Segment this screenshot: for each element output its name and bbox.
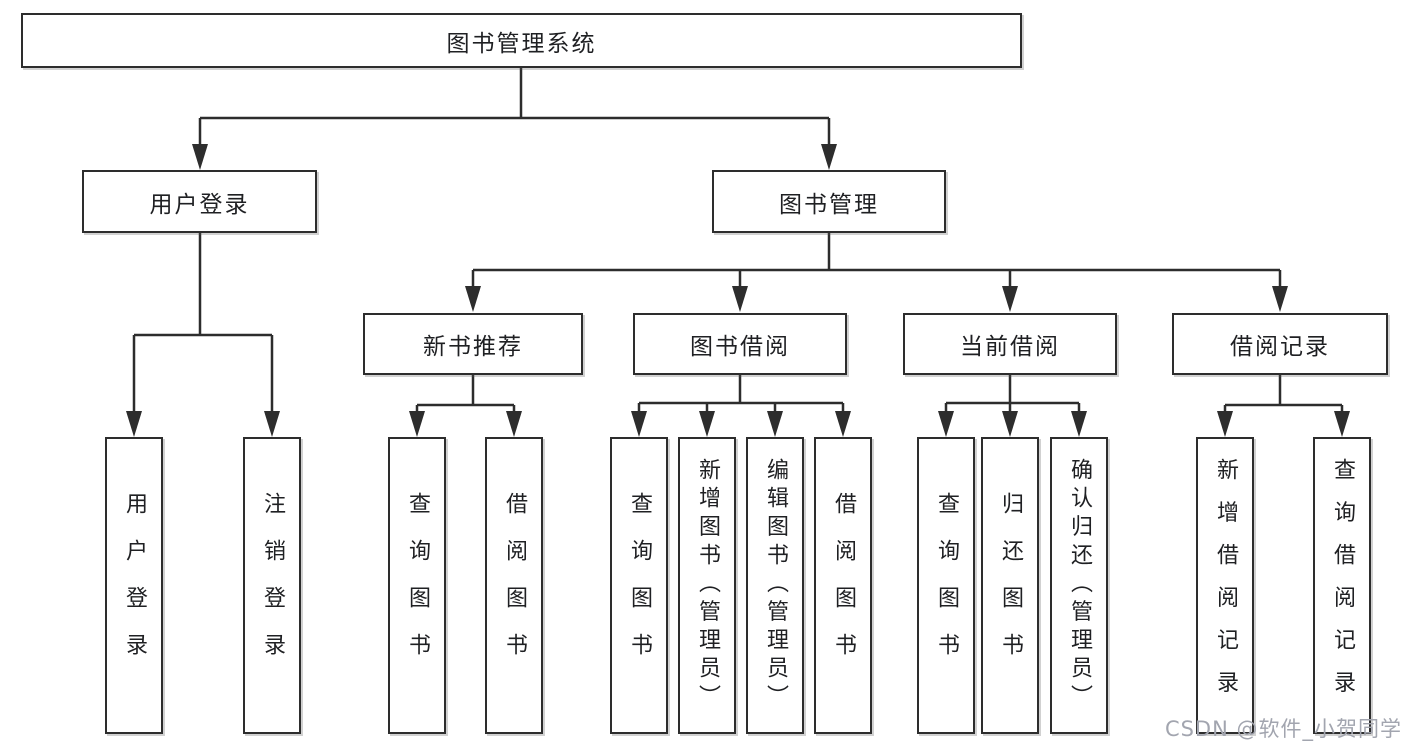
leaf-add-books-admin: 新增图书（管理员）: [678, 437, 736, 734]
leaf-query-books-2: 查询图书: [610, 437, 668, 734]
arrowhead-icon: [1217, 411, 1233, 437]
node-book-borrow: 图书借阅: [633, 313, 847, 375]
edge-user-login-split: [132, 233, 274, 413]
leaf-label: 用户登录: [122, 491, 147, 680]
leaf-edit-books-admin: 编辑图书（管理员）: [746, 437, 804, 734]
node-label: 新书推荐: [423, 334, 523, 360]
node-label: 图书借阅: [690, 334, 790, 360]
arrowhead-icon: [126, 411, 142, 437]
leaf-label: 新增借阅记录: [1213, 458, 1238, 713]
arrowhead-icon: [192, 144, 208, 170]
leaf-borrow-books: 借阅图书: [485, 437, 543, 734]
node-borrow-records: 借阅记录: [1172, 313, 1388, 375]
leaf-label: 新增图书（管理员）: [695, 458, 720, 713]
edge-book-management-split: [471, 233, 1282, 288]
leaf-user-login: 用户登录: [105, 437, 163, 734]
edge-current-borrow-split: [944, 375, 1081, 413]
node-current-borrow: 当前借阅: [903, 313, 1117, 375]
node-label: 借阅记录: [1230, 334, 1330, 360]
leaf-logout-login: 注销登录: [243, 437, 301, 734]
arrowhead-icon: [835, 411, 851, 437]
node-label: 图书管理系统: [446, 30, 597, 57]
arrowheads: [126, 144, 1350, 437]
leaf-label: 确认归还（管理员）: [1067, 458, 1092, 713]
arrowhead-icon: [938, 411, 954, 437]
arrowhead-icon: [631, 411, 647, 437]
edge-new-book-split: [415, 375, 516, 413]
node-user-login: 用户登录: [82, 170, 317, 233]
leaf-label: 借阅图书: [831, 491, 856, 680]
arrowhead-icon: [1334, 411, 1350, 437]
arrowhead-icon: [732, 286, 748, 312]
node-book-management: 图书管理: [712, 170, 946, 233]
leaf-return-books: 归还图书: [981, 437, 1039, 734]
arrowhead-icon: [264, 411, 280, 437]
leaf-label: 查询借阅记录: [1330, 458, 1355, 713]
leaf-query-books-3: 查询图书: [917, 437, 975, 734]
csdn-watermark: CSDN @软件_小贺同学: [1164, 717, 1402, 741]
arrowhead-icon: [1071, 411, 1087, 437]
arrowhead-icon: [699, 411, 715, 437]
node-label: 用户登录: [149, 191, 250, 218]
edge-book-borrow-split: [637, 375, 845, 413]
leaf-label: 查询图书: [405, 491, 430, 680]
leaf-label: 查询图书: [934, 491, 959, 680]
arrowhead-icon: [767, 411, 783, 437]
arrowhead-icon: [506, 411, 522, 437]
arrowhead-icon: [1002, 411, 1018, 437]
leaf-query-borrow-record: 查询借阅记录: [1313, 437, 1371, 734]
leaf-label: 编辑图书（管理员）: [763, 458, 788, 713]
node-label: 图书管理: [779, 191, 879, 218]
node-label: 当前借阅: [960, 334, 1060, 360]
arrowhead-icon: [465, 286, 481, 312]
leaf-query-books: 查询图书: [388, 437, 446, 734]
edge-borrow-record-split: [1223, 374, 1344, 413]
leaf-add-borrow-record: 新增借阅记录: [1196, 437, 1254, 734]
node-library-management-system: 图书管理系统: [21, 13, 1022, 68]
arrowhead-icon: [1272, 286, 1288, 312]
leaf-label: 借阅图书: [502, 491, 527, 680]
leaf-label: 归还图书: [998, 491, 1023, 680]
leaf-confirm-return-admin: 确认归还（管理员）: [1050, 437, 1108, 734]
leaf-label: 查询图书: [627, 491, 652, 680]
arrowhead-icon: [409, 411, 425, 437]
leaf-label: 注销登录: [260, 491, 285, 680]
arrowhead-icon: [821, 144, 837, 170]
arrowhead-icon: [1002, 286, 1018, 312]
node-new-book-recommend: 新书推荐: [363, 313, 583, 375]
leaf-borrow-books-2: 借阅图书: [814, 437, 872, 734]
connector-edges: [132, 68, 1344, 413]
edge-root-split: [198, 68, 831, 146]
